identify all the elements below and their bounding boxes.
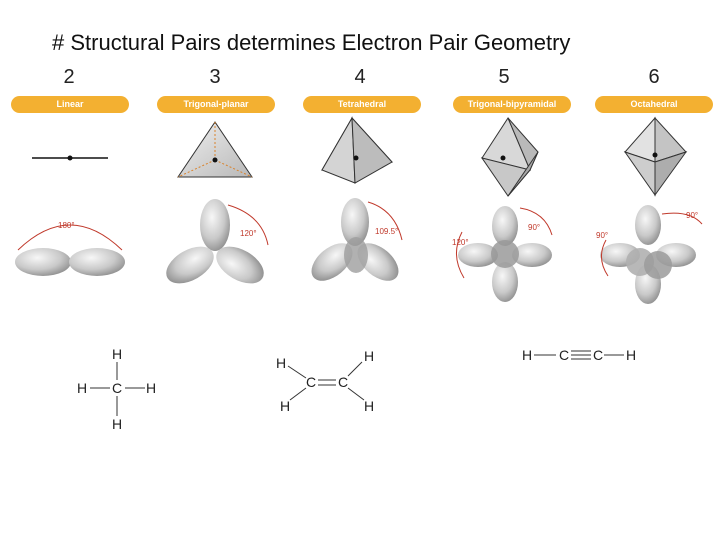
ethyne-h2: H xyxy=(626,347,636,363)
methane-h-bottom: H xyxy=(112,416,122,432)
ethene-c2: C xyxy=(338,374,348,390)
ethene-h-bottom-right: H xyxy=(364,398,374,414)
ethyne-c2: C xyxy=(593,347,603,363)
methane-h-left: H xyxy=(77,380,87,396)
ethene-h-top-right: H xyxy=(364,348,374,364)
methane-c: C xyxy=(112,380,122,396)
ethene-h-top-left: H xyxy=(276,355,286,371)
ethene-h-bottom-left: H xyxy=(280,398,290,414)
ethyne-c1: C xyxy=(559,347,569,363)
methane-h-right: H xyxy=(146,380,156,396)
ethene-c1: C xyxy=(306,374,316,390)
ethyne-h1: H xyxy=(522,347,532,363)
methane-h-top: H xyxy=(112,346,122,362)
